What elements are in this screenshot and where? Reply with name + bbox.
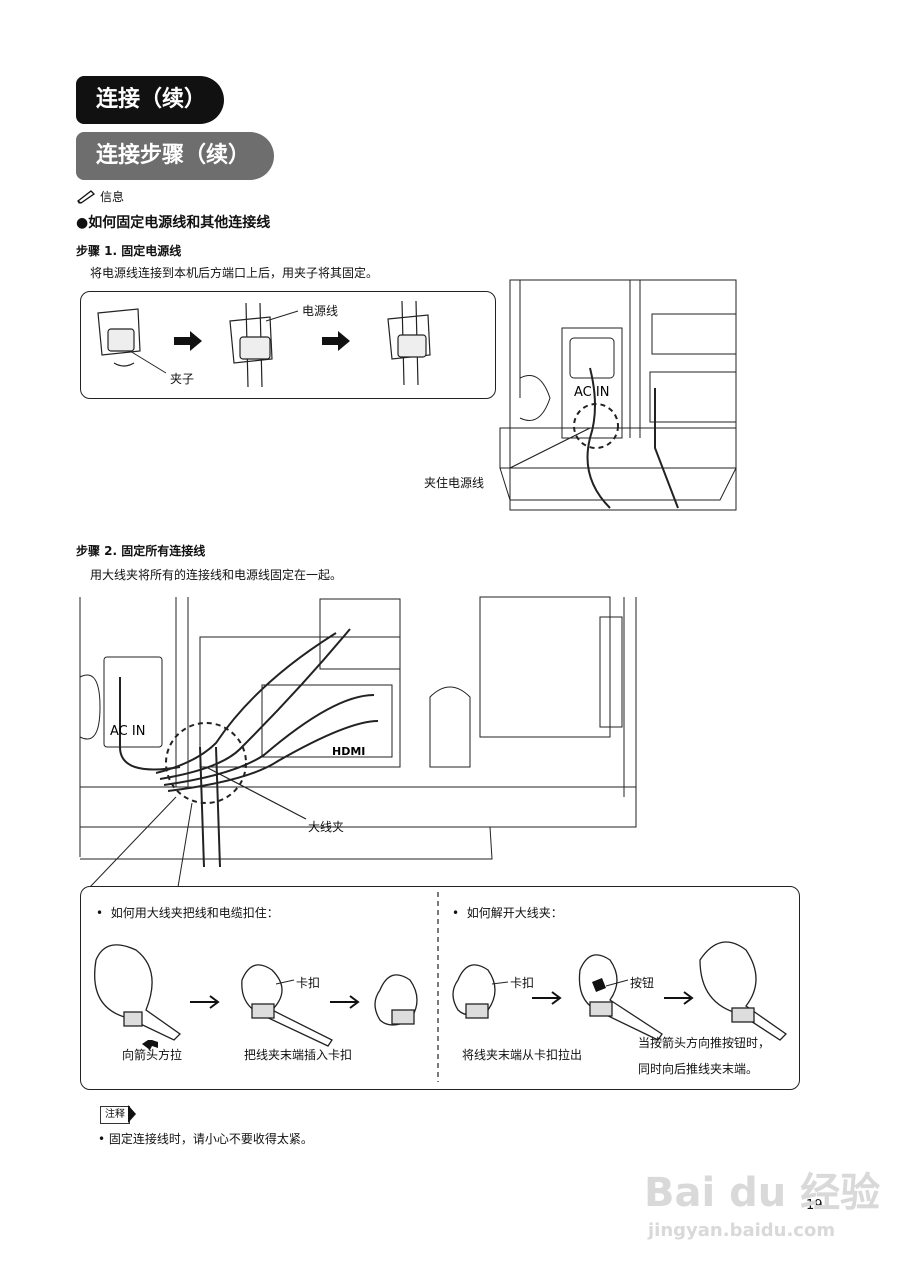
arrow-right-icon xyxy=(330,995,360,1009)
pull-arrow-label: 向箭头方拉 xyxy=(122,1048,183,1062)
clip-steps-illustration xyxy=(97,300,431,388)
pencil-note-icon xyxy=(76,190,96,204)
section-heading: ●如何固定电源线和其他连接线 xyxy=(76,212,270,232)
tv-back-illustration-step1: AC IN xyxy=(499,279,737,511)
note-arrow-icon xyxy=(128,1105,136,1123)
step2-description: 用大线夹将所有的连接线和电源线固定在一起。 xyxy=(90,568,343,582)
watermark-brand: Bai du 经验 xyxy=(644,1170,881,1216)
howto-left-title-text: 如何用大线夹把线和电缆扣住： xyxy=(110,906,279,920)
step1-title: 步骤 1. 固定电源线 xyxy=(76,244,182,258)
push-instruction-line1: 当按箭头方向推按钮时， xyxy=(638,1036,771,1050)
note-tag: 注释 xyxy=(100,1106,130,1124)
note-text: • 固定连接线时，请小心不要收得太紧。 xyxy=(98,1132,313,1146)
heading-text: 如何固定电源线和其他连接线 xyxy=(88,215,271,231)
section-title: 连接（续） xyxy=(76,76,224,124)
arrow-right-icon xyxy=(532,991,562,1005)
arrow-right-icon xyxy=(174,331,202,351)
clip-label: 夹子 xyxy=(170,372,195,386)
latch-label-left: 卡扣 xyxy=(296,976,321,990)
button-label: 按钮 xyxy=(630,976,655,990)
big-clamp-label: 大线夹 xyxy=(308,820,345,834)
step2-title: 步骤 2. 固定所有连接线 xyxy=(76,544,206,558)
cable-tie-steps-illustration xyxy=(94,941,788,1050)
arrow-right-icon xyxy=(664,991,694,1005)
howto-right-title-text: 如何解开大线夹： xyxy=(466,906,563,920)
arrow-right-icon xyxy=(322,331,350,351)
page-number: 19 xyxy=(806,1198,823,1213)
pull-arrow-icon xyxy=(142,1040,158,1050)
howto-right-title: • 如何解开大线夹： xyxy=(452,904,563,921)
latch-label-right: 卡扣 xyxy=(510,976,535,990)
bullet: • xyxy=(452,906,460,920)
step1-description: 将电源线连接到本机后方端口上后，用夹子将其固定。 xyxy=(90,266,379,280)
cable-tie-howto-panel xyxy=(80,886,800,1090)
tv-back-illustration-step2: AC IN HDMI xyxy=(79,596,637,888)
info-label: 信息 xyxy=(100,190,125,204)
watermark-url: jingyan.baidu.com xyxy=(648,1220,836,1241)
push-instruction-line2: 同时向后推线夹末端。 xyxy=(638,1062,759,1076)
howto-left-title: • 如何用大线夹把线和电缆扣住： xyxy=(96,904,279,921)
panel-divider xyxy=(437,892,439,1082)
heading-bullet: ● xyxy=(76,215,89,231)
hdmi-logo: HDMI xyxy=(332,745,365,758)
section-subtitle: 连接步骤（续） xyxy=(76,132,274,180)
ac-in-label-step1: AC IN xyxy=(574,385,609,400)
ac-in-label-step2: AC IN xyxy=(110,724,145,739)
pull-out-label: 将线夹末端从卡扣拉出 xyxy=(462,1048,583,1062)
arrow-right-icon xyxy=(190,995,220,1009)
bullet: • xyxy=(96,906,104,920)
button-press-icon xyxy=(592,978,606,992)
step1-clip-panel xyxy=(80,291,496,399)
clamp-cord-label: 夹住电源线 xyxy=(424,476,485,490)
power-cord-label: 电源线 xyxy=(302,304,339,318)
insert-end-label: 把线夹末端插入卡扣 xyxy=(244,1048,353,1062)
